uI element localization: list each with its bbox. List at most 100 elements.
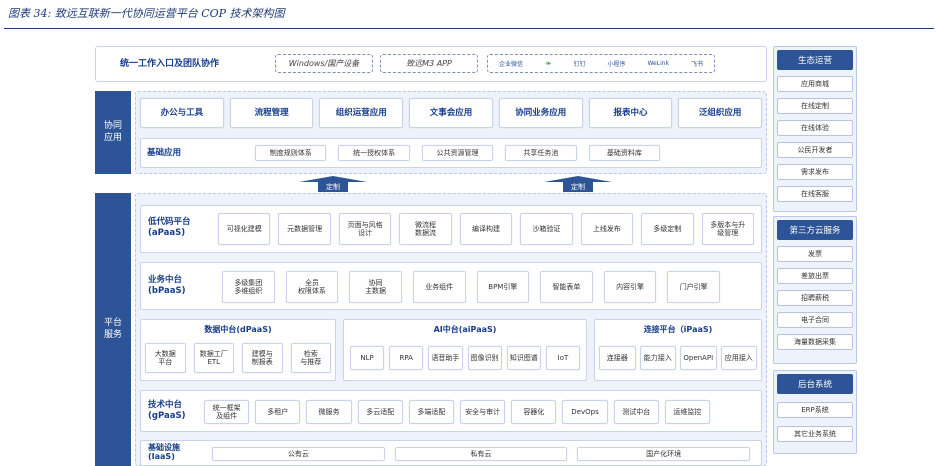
base-apps-label: 基础应用 — [147, 148, 182, 158]
tech-item: 统一框架 及组件 — [204, 400, 250, 424]
tech-item: 微服务 — [306, 400, 352, 424]
tech-label: 技术中台 (gPaaS) — [148, 400, 186, 422]
business-item: 门户引擎 — [667, 271, 720, 303]
collab-apps-row: 办公与工具 流程管理 组织运营应用 文事会应用 协同业务应用 报表中心 泛组织应… — [140, 98, 763, 128]
business-item: 智能表单 — [540, 271, 593, 303]
ai-item: 图像识别 — [467, 346, 502, 370]
base-auth: 统一授权体系 — [338, 145, 410, 161]
backend-item: 其它业务系统 — [777, 426, 853, 442]
eco-item: 在线体验 — [777, 120, 853, 136]
base-rules: 制度规则体系 — [255, 145, 327, 161]
app-docs-meeting: 文事会应用 — [409, 98, 493, 128]
base-library: 基础资料库 — [588, 145, 661, 161]
tech-item: 多端适配 — [408, 400, 455, 424]
dingtalk-channel: 钉钉 — [573, 61, 586, 68]
ai-item: 语音助手 — [428, 346, 463, 370]
ai-item: 知识图谱 — [506, 346, 541, 370]
connect-platform-title: 连接平台（iPaaS) — [643, 325, 713, 334]
ai-platform-title: AI中台(aiPaaS) — [433, 325, 497, 334]
cloud-item: 发票 — [777, 246, 853, 262]
base-taskpool: 共享任务池 — [505, 145, 577, 161]
tech-item: 多租户 — [255, 400, 301, 424]
platform-side-label: 平台 服务 — [95, 193, 131, 466]
windows-entry: Windows/国产设备 — [275, 54, 373, 73]
infra-public-cloud: 公有云 — [212, 447, 385, 461]
data-item: 建模与 制报表 — [242, 343, 283, 373]
feishu-channel: 飞书 — [690, 61, 703, 68]
lowcode-item: 编译构建 — [459, 213, 513, 245]
app-process-mgmt: 流程管理 — [229, 98, 314, 128]
backend-group: 后台系统 ERP系统 其它业务系统 — [773, 370, 857, 454]
platform-side-text: 平台 服务 — [103, 317, 122, 340]
im-channels: 企业微信 ❧ 钉钉 小程序 WeLink 飞书 — [487, 54, 715, 73]
business-item: 业务组件 — [412, 271, 466, 303]
eco-item: 公民开发者 — [777, 142, 853, 158]
lowcode-item: 可视化建模 — [218, 213, 271, 245]
infra-private-cloud: 私有云 — [394, 447, 568, 461]
cloud-item: 海量数据采集 — [777, 334, 853, 350]
lowcode-item: 元数据管理 — [278, 213, 331, 245]
business-item: BPM引擎 — [476, 271, 530, 303]
up-arrow-icon — [299, 176, 367, 182]
eco-item: 在线客服 — [777, 186, 853, 202]
qiye-weixin-channel: 企业微信 — [498, 61, 523, 68]
app-extended-org: 泛组织应用 — [678, 98, 763, 128]
tech-item: 测试中台 — [613, 400, 659, 424]
connect-item: 连接器 — [599, 346, 636, 370]
ai-item: NLP — [350, 346, 385, 370]
m3-app-entry: 致远M3 APP — [380, 54, 478, 73]
custom-arrow-left: 定制 — [298, 176, 368, 192]
data-item: 大数据 平台 — [145, 343, 186, 373]
eco-ops-title: 生态运营 — [777, 50, 853, 70]
figure-caption: 图表 34: 致远互联新一代协同运营平台 COP 技术架构图 — [8, 7, 285, 20]
connect-item: 能力接入 — [639, 346, 676, 370]
cloud-item: 电子合同 — [777, 312, 853, 328]
business-item: 内容引擎 — [603, 271, 657, 303]
cloud-item: 差旅出票 — [777, 268, 853, 284]
app-office-tools: 办公与工具 — [140, 98, 224, 128]
custom-arrow-right: 定制 — [543, 176, 613, 192]
lowcode-item: 沙箱验证 — [520, 213, 573, 245]
lowcode-item: 微流程 数据流 — [399, 213, 452, 245]
infra-label: 基础设施 (IaaS) — [148, 443, 180, 462]
backend-item: ERP系统 — [777, 402, 853, 418]
connect-item: OpenAPI — [680, 346, 717, 370]
cloud-item: 招聘薪税 — [777, 290, 853, 306]
caption-divider — [4, 28, 934, 29]
tech-item: 安全与审计 — [460, 400, 506, 424]
tech-item: 运维监控 — [664, 400, 711, 424]
lowcode-item: 多级定制 — [641, 213, 694, 245]
data-platform-title: 数据中台(dPaaS) — [204, 325, 272, 334]
app-org-ops: 组织运营应用 — [319, 98, 404, 128]
infra-items: 公有云 私有云 国产化环境 — [212, 447, 751, 461]
collab-side-label: 协同 应用 — [95, 91, 131, 174]
custom-label-left: 定制 — [318, 182, 348, 192]
entry-title: 统一工作入口及团队协作 — [120, 59, 220, 69]
data-item: 数据工厂 ETL — [193, 343, 234, 373]
entry-panel — [95, 46, 767, 82]
eco-ops-group: 生态运营 应用商城 在线定制 在线体验 公民开发者 需求发布 在线客服 — [773, 46, 857, 212]
cloud-services-title: 第三方云服务 — [777, 220, 853, 240]
lowcode-item: 上线发布 — [580, 213, 634, 245]
business-label: 业务中台 (bPaaS) — [148, 275, 186, 297]
ai-item: RPA — [389, 346, 424, 370]
eco-item: 需求发布 — [777, 164, 853, 180]
business-item: 协同 主数据 — [349, 271, 402, 303]
data-items: 大数据 平台 数据工厂 ETL 建模与 制报表 检索 与推荐 — [145, 343, 331, 373]
tech-item: 容器化 — [511, 400, 557, 424]
business-items: 多级集团 多维组织 全员 权限体系 协同 主数据 业务组件 BPM引擎 智能表单… — [222, 271, 720, 303]
welink-channel: WeLink — [647, 60, 670, 67]
ai-items: NLP RPA 语音助手 图像识别 知识图谱 IoT — [350, 346, 581, 370]
tech-item: 多云适配 — [357, 400, 403, 424]
backend-title: 后台系统 — [777, 374, 853, 394]
lowcode-label: 低代码平台 (aPaaS) — [148, 217, 191, 239]
app-report-center: 报表中心 — [588, 98, 673, 128]
base-resources: 公共资源管理 — [421, 145, 494, 161]
lowcode-item: 页面与风格 设计 — [338, 213, 392, 245]
up-arrow-icon — [544, 176, 612, 182]
business-item: 全员 权限体系 — [285, 271, 339, 303]
miniprogram-channel: 小程序 — [607, 61, 626, 68]
eco-item: 应用商城 — [777, 76, 853, 92]
business-item: 多级集团 多维组织 — [222, 271, 275, 303]
cloud-services-group: 第三方云服务 发票 差旅出票 招聘薪税 电子合同 海量数据采集 — [773, 216, 857, 364]
